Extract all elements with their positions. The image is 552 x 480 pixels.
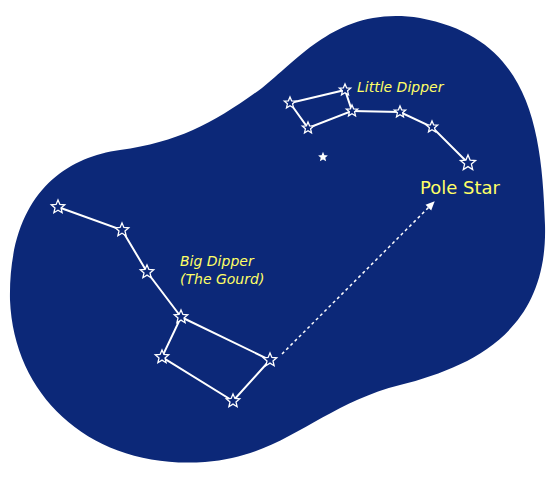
star (155, 350, 168, 363)
stars (51, 84, 475, 407)
star (284, 97, 295, 108)
star (51, 200, 64, 213)
star (263, 353, 276, 366)
star-label: Pole Star (420, 177, 500, 199)
star-line (290, 90, 352, 128)
star (339, 84, 350, 95)
star-line (352, 111, 468, 163)
star-line (58, 207, 181, 317)
star (394, 106, 405, 117)
constellation-label: Little Dipper (357, 78, 477, 96)
star (320, 154, 327, 160)
star (115, 223, 128, 236)
constellation-lines (58, 90, 468, 401)
star (426, 121, 437, 132)
sky-region (10, 16, 545, 463)
pointer-arrow (282, 202, 434, 354)
star (140, 265, 153, 278)
star-line (162, 317, 270, 401)
star (302, 122, 313, 133)
star (174, 310, 187, 323)
star (226, 394, 239, 407)
star (460, 155, 475, 170)
star (346, 105, 357, 116)
constellation-label: Big Dipper (The Gourd) (180, 252, 288, 288)
